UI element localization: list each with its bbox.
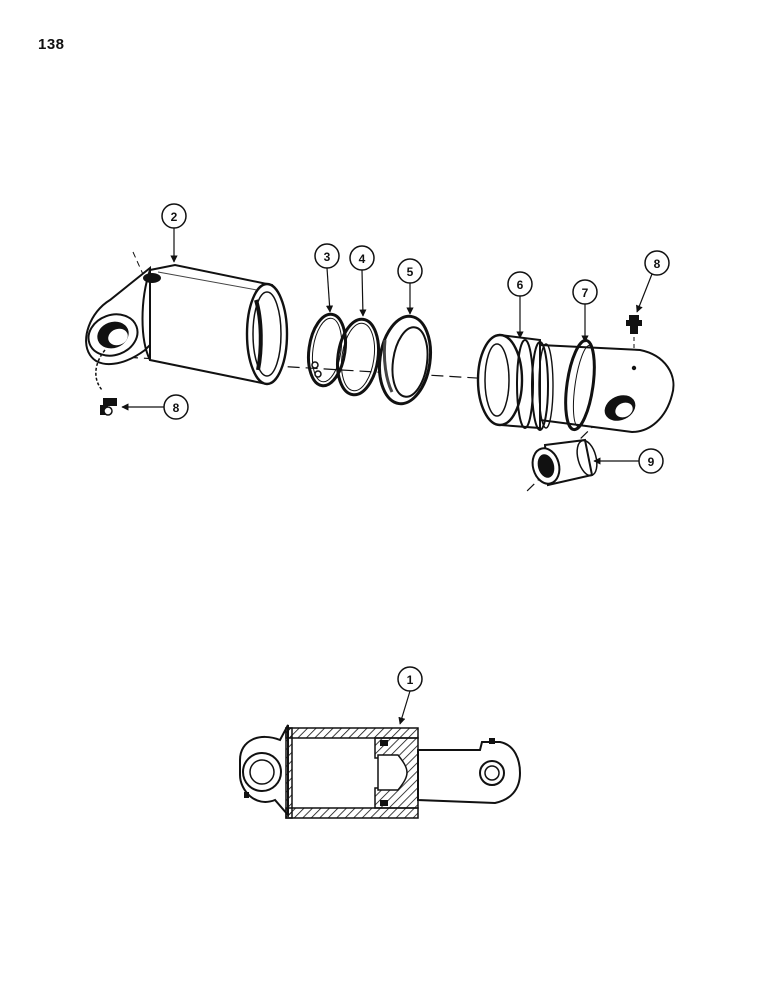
callout-3: 3 (314, 243, 340, 313)
grease-fitting-left (95, 349, 117, 416)
callout-6: 6 (507, 271, 533, 339)
svg-text:8: 8 (173, 401, 180, 415)
callout-4: 4 (349, 245, 375, 317)
bushing (531, 438, 598, 487)
cylinder-section-view (239, 724, 522, 819)
svg-text:7: 7 (582, 286, 589, 300)
callout-1: 1 (397, 666, 423, 725)
callout-7: 7 (572, 279, 598, 343)
svg-text:9: 9 (648, 455, 655, 469)
svg-text:1: 1 (407, 673, 414, 687)
backup-ring (336, 317, 380, 397)
svg-text:4: 4 (359, 252, 366, 266)
callout-9: 9 (593, 448, 664, 474)
svg-text:2: 2 (171, 210, 178, 224)
wiper-seal (377, 314, 433, 406)
cylinder-barrel (85, 263, 289, 386)
svg-text:3: 3 (324, 250, 331, 264)
snap-ring (306, 312, 348, 388)
svg-text:6: 6 (517, 278, 524, 292)
callout-8-left: 8 (121, 394, 189, 420)
callout-2: 2 (161, 203, 187, 263)
svg-text:8: 8 (654, 257, 661, 271)
callout-5: 5 (397, 258, 423, 315)
callout-8-right: 8 (636, 250, 670, 313)
svg-text:5: 5 (407, 265, 414, 279)
page-number: 138 (38, 36, 65, 53)
grease-fitting-right (626, 315, 642, 334)
